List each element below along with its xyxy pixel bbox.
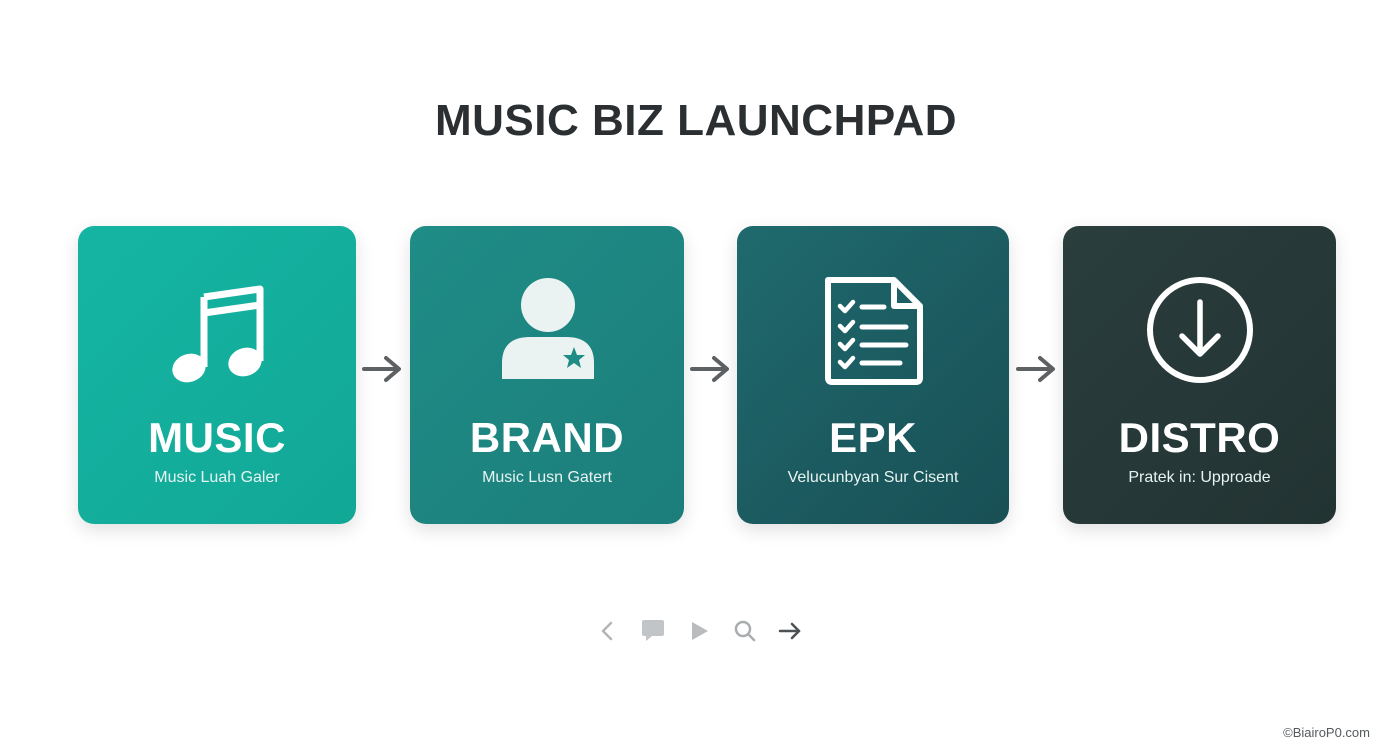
chevron-left-icon[interactable] <box>596 616 618 646</box>
person-star-icon <box>410 270 684 390</box>
step-card-brand[interactable]: BRAND Music Lusn Gatert <box>410 226 684 524</box>
step-subtitle: Music Luah Galer <box>154 469 280 486</box>
step-subtitle: Velucunbyan Sur Cisent <box>787 469 959 486</box>
credit-text: ©BiairoP0.com <box>1283 725 1370 740</box>
pager-controls <box>594 616 806 646</box>
play-icon[interactable] <box>688 616 712 646</box>
search-icon[interactable] <box>732 616 758 646</box>
step-label: DISTRO <box>1118 414 1281 461</box>
step-label: MUSIC <box>148 414 286 461</box>
step-label: BRAND <box>469 414 625 461</box>
step-card-music[interactable]: MUSIC Music Luah Galer <box>78 226 356 524</box>
music-note-icon <box>78 270 356 390</box>
page-title: MUSIC BIZ LAUNCHPAD <box>435 96 957 145</box>
checklist-document-icon <box>737 270 1009 390</box>
arrow-right-icon <box>362 356 401 382</box>
arrow-right-icon <box>690 356 729 382</box>
download-circle-icon <box>1063 270 1336 390</box>
arrow-right-icon[interactable] <box>776 616 804 646</box>
step-card-epk[interactable]: EPK Velucunbyan Sur Cisent <box>737 226 1009 524</box>
arrow-right-icon <box>1016 356 1055 382</box>
step-label: EPK <box>829 414 917 461</box>
step-subtitle: Pratek in: Upproade <box>1128 469 1271 486</box>
step-card-distro[interactable]: DISTRO Pratek in: Upproade <box>1063 226 1336 524</box>
chat-bubble-icon[interactable] <box>638 616 668 646</box>
step-subtitle: Music Lusn Gatert <box>482 469 612 486</box>
